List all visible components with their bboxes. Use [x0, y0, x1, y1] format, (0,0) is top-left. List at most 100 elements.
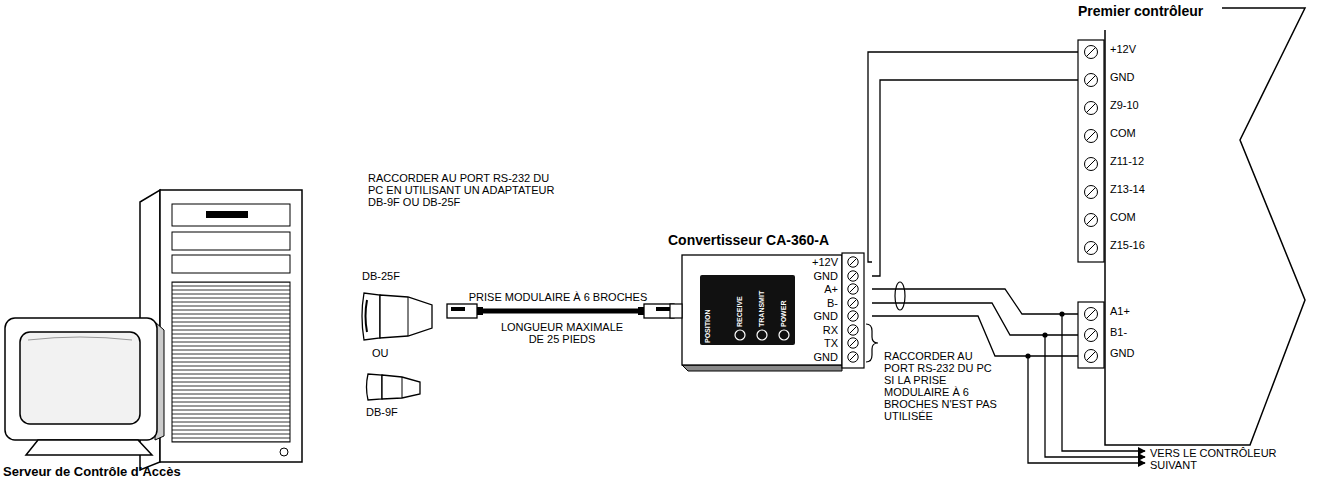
- pin-label: GND: [814, 310, 838, 322]
- note-text: OU: [372, 347, 389, 359]
- pin-label: A+: [824, 283, 838, 295]
- screw-slot: [1087, 244, 1096, 253]
- monitor-screen: [20, 332, 140, 424]
- db9-seam: [402, 377, 403, 398]
- connector-name: DB-9F: [366, 406, 398, 418]
- db25-adapter: [362, 293, 432, 340]
- screw-terminal: [848, 311, 858, 321]
- pin-label: GND: [814, 351, 838, 363]
- screw-slot: [850, 259, 857, 266]
- screw-terminal: [1085, 130, 1098, 143]
- junction-dot: [1025, 353, 1030, 358]
- screw-slot: [850, 327, 857, 334]
- screw-slot: [1087, 216, 1096, 225]
- db9-shell: [367, 374, 383, 400]
- monitor-base: [26, 440, 152, 455]
- screw-terminal: [1085, 186, 1098, 199]
- modular-jack: [670, 304, 682, 318]
- screw-terminal: [1085, 329, 1098, 342]
- note-text: RACCORDER AU PORT RS-232 DU PC EN UTILIS…: [368, 172, 560, 208]
- modular-plug: [638, 304, 674, 318]
- screw-slot: [850, 340, 857, 347]
- power-button: [280, 448, 288, 456]
- drive-slot: [206, 211, 248, 218]
- monitor-bezel: [5, 318, 157, 440]
- outline: [1078, 3, 1310, 448]
- screw-slot: [1087, 188, 1096, 197]
- db9-adapter: [367, 374, 421, 400]
- junction-dot: [1059, 311, 1064, 316]
- pin-label: COM: [1110, 211, 1136, 223]
- power-wire: [868, 52, 1078, 262]
- db25-seam: [408, 297, 409, 336]
- branch-wire: [1028, 356, 1145, 463]
- cable-label: PRISE MODULAIRE À 6 BROCHES: [467, 291, 650, 303]
- drive-bay: [172, 232, 290, 250]
- node-heading: Convertisseur CA-360-A: [668, 232, 872, 249]
- modular-plug: [447, 304, 483, 318]
- panel-label: POSITION: [704, 310, 712, 343]
- terminal-block: [1078, 40, 1104, 262]
- bracket: [866, 324, 878, 362]
- pin-label: Z15-16: [1110, 239, 1145, 251]
- screw-terminal: [1085, 214, 1098, 227]
- screw-slot: [850, 273, 857, 280]
- pin-label: RX: [823, 324, 838, 336]
- screw-slot: [850, 313, 857, 320]
- led-label: POWER: [780, 301, 788, 327]
- node-heading: Serveur de Contrôle d’Accès: [3, 463, 448, 480]
- pin-label: GND: [1110, 347, 1134, 359]
- screw-terminal: [848, 271, 858, 281]
- screw-terminal: [1085, 350, 1098, 363]
- led-panel: [700, 275, 795, 345]
- db25-body: [380, 295, 432, 338]
- screw-slot: [1087, 331, 1096, 340]
- tower-case: [140, 190, 302, 470]
- pin-label: TX: [824, 337, 838, 349]
- junction-dot: [1042, 332, 1047, 337]
- screw-terminal: [848, 352, 858, 362]
- screw-terminal: [1085, 242, 1098, 255]
- screw-slot: [1087, 104, 1096, 113]
- screw-slot: [850, 300, 857, 307]
- screen-reflection: [28, 337, 132, 340]
- screw-slot: [850, 354, 857, 361]
- terminal-block: [1078, 302, 1104, 368]
- pin-label: GND: [814, 270, 838, 282]
- plug-boot: [477, 307, 483, 315]
- converter-box: Convertisseur CA-360-A: [668, 232, 872, 368]
- screw-terminal: [848, 257, 858, 267]
- screw-slot: [1087, 48, 1096, 57]
- note-text: VERS LE CONTRÔLEUR SUIVANT: [1150, 447, 1285, 471]
- screw-terminal: [848, 284, 858, 294]
- screw-terminal: [848, 338, 858, 348]
- server-computer: Serveur de Contrôle d’Accès: [3, 185, 448, 480]
- screw-terminal: [848, 298, 858, 308]
- pin-label: B-: [827, 297, 838, 309]
- monitor: [5, 318, 164, 455]
- tower-grille: [172, 282, 290, 442]
- shield-symbol: [895, 282, 905, 310]
- note-text: RACCORDER AU PORT RS-232 DU PC SI LA PRI…: [884, 350, 998, 422]
- screw-terminal: [1085, 102, 1098, 115]
- ground-wire: [872, 80, 1078, 276]
- pin-label: GND: [1110, 71, 1134, 83]
- node-heading: Premier contrôleur: [1078, 3, 1317, 20]
- screw-terminal: [1085, 74, 1098, 87]
- db25-shell: [362, 293, 380, 340]
- pin-label: Z9-10: [1110, 99, 1139, 111]
- bus-wire: [872, 289, 1078, 314]
- led: [779, 330, 789, 340]
- plug-body: [447, 304, 477, 318]
- controller-board: Premier contrôleur: [1078, 3, 1317, 448]
- led: [735, 330, 745, 340]
- drive-bay: [172, 204, 290, 226]
- led-label: RECEIVE: [736, 296, 744, 327]
- dimension-text: LONGUEUR MAXIMALE DE 25 PIEDS: [492, 321, 632, 345]
- board-outline: [1105, 8, 1305, 445]
- connector-name: DB-25F: [362, 270, 400, 282]
- screw-slot: [1087, 310, 1096, 319]
- screw-slot: [1087, 352, 1096, 361]
- pin-label: +12V: [1110, 43, 1136, 55]
